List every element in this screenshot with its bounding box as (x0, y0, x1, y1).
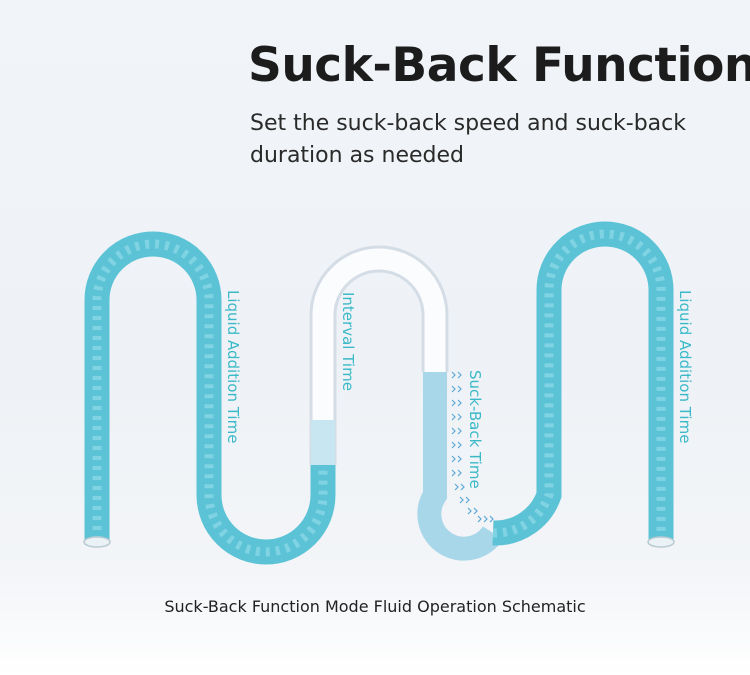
label-interval-time: Interval Time (339, 292, 357, 391)
label-suck-back-time: Suck-Back Time (466, 370, 484, 489)
tube-suck-back-section (417, 372, 504, 561)
tube-empty-section (312, 248, 446, 465)
tube-end-left (83, 536, 111, 548)
page-title: Suck-Back Function (248, 38, 750, 93)
label-right-addition-time: Liquid Addition Time (676, 290, 694, 443)
suck-back-arrows (451, 371, 494, 523)
tube-liquid-left-highlight (92, 239, 328, 557)
label-left-addition-time: Liquid Addition Time (224, 290, 242, 443)
schematic-caption: Suck-Back Function Mode Fluid Operation … (164, 597, 586, 616)
tube-liquid-right-highlight (492, 229, 666, 540)
tube-end-right (647, 536, 675, 548)
page-subtitle: Set the suck-back speed and suck-back du… (250, 111, 686, 168)
tube-liquid-right (492, 221, 674, 546)
